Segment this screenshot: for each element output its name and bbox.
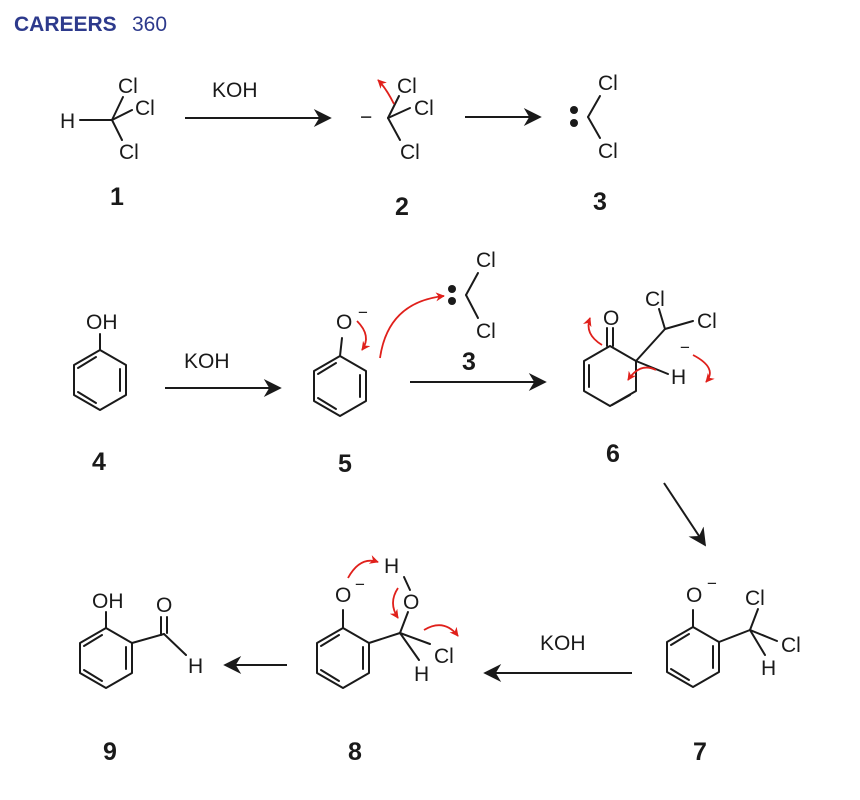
- atom-o: O: [335, 584, 351, 607]
- compound-2-trichloromethanide: − Cl Cl Cl 2: [360, 75, 434, 221]
- atom-o: O: [156, 594, 172, 617]
- compound-label-7: 7: [693, 738, 707, 766]
- atom-cl: Cl: [118, 75, 138, 98]
- reagent-koh: KOH: [540, 632, 586, 655]
- compound-label-4: 4: [92, 448, 106, 476]
- brand-logo: CAREERS 360: [14, 13, 167, 36]
- electron-arrow: [377, 79, 395, 105]
- reaction-arrow-6-7: [663, 482, 706, 547]
- atom-charge-minus: −: [680, 338, 690, 357]
- atom-charge-minus: −: [355, 575, 365, 594]
- electron-arrow: [379, 292, 445, 359]
- electron-arrow: [582, 317, 603, 346]
- atom-cl: Cl: [119, 141, 139, 164]
- compound-label-3: 3: [593, 188, 607, 216]
- electron-arrow: [627, 366, 657, 381]
- compound-label-6: 6: [606, 440, 620, 468]
- compound-1-chloroform: H Cl Cl Cl 1: [60, 75, 155, 211]
- atom-oh: OH: [86, 311, 118, 334]
- compound-3-dichlorocarbene: Cl Cl 3: [570, 72, 618, 216]
- atom-h: H: [384, 555, 399, 578]
- compound-5-phenoxide: O − 5: [313, 292, 445, 478]
- reagent-koh: KOH: [184, 350, 230, 373]
- atom-cl: Cl: [135, 97, 155, 120]
- compound-8-alkoxide-intermediate: O − H O Cl H 8: [316, 555, 459, 766]
- atom-h: H: [414, 663, 429, 686]
- reagent-dichlorocarbene: Cl Cl 3: [448, 249, 496, 376]
- atom-cl: Cl: [697, 310, 717, 333]
- atom-o: O: [403, 591, 419, 614]
- electron-arrow: [347, 555, 379, 579]
- electron-arrow: [389, 587, 399, 619]
- compound-6-dienone-intermediate: O Cl Cl − H 6: [582, 288, 717, 468]
- compound-label-5: 5: [338, 450, 352, 478]
- compound-label-2: 2: [395, 193, 409, 221]
- atom-h: H: [188, 655, 203, 678]
- reagent-koh: KOH: [212, 79, 258, 102]
- atom-cl: Cl: [476, 249, 496, 272]
- atom-charge-minus: −: [360, 106, 372, 129]
- atom-cl: Cl: [598, 72, 618, 95]
- atom-oh: OH: [92, 590, 124, 613]
- electron-arrow: [423, 624, 459, 637]
- compound-label-8: 8: [348, 738, 362, 766]
- atom-charge-minus: −: [358, 303, 368, 322]
- atom-o: O: [603, 307, 619, 330]
- atom-cl: Cl: [434, 645, 454, 668]
- compound-label-9: 9: [103, 738, 117, 766]
- atom-h: H: [60, 110, 75, 133]
- atom-h: H: [671, 366, 686, 389]
- atom-h: H: [761, 657, 776, 680]
- atom-cl: Cl: [645, 288, 665, 311]
- compound-label-3: 3: [462, 348, 476, 376]
- atom-cl: Cl: [598, 140, 618, 163]
- atom-cl: Cl: [476, 320, 496, 343]
- compound-label-1: 1: [110, 183, 124, 211]
- electron-arrow: [692, 354, 715, 383]
- compound-4-phenol: OH 4: [73, 311, 127, 476]
- atom-charge-minus: −: [707, 574, 717, 593]
- atom-cl: Cl: [781, 634, 801, 657]
- atom-cl: Cl: [400, 141, 420, 164]
- atom-o: O: [686, 584, 702, 607]
- electron-arrow: [356, 320, 371, 351]
- compound-7-dichloromethyl-phenoxide: O − Cl Cl H 7: [666, 574, 801, 766]
- compound-9-salicylaldehyde: OH O H 9: [79, 590, 203, 766]
- atom-cl: Cl: [397, 75, 417, 98]
- atom-cl: Cl: [745, 587, 765, 610]
- atom-o: O: [336, 311, 352, 334]
- brand-name-light: 360: [132, 13, 167, 36]
- atom-cl: Cl: [414, 97, 434, 120]
- brand-name-bold: CAREERS: [14, 13, 117, 36]
